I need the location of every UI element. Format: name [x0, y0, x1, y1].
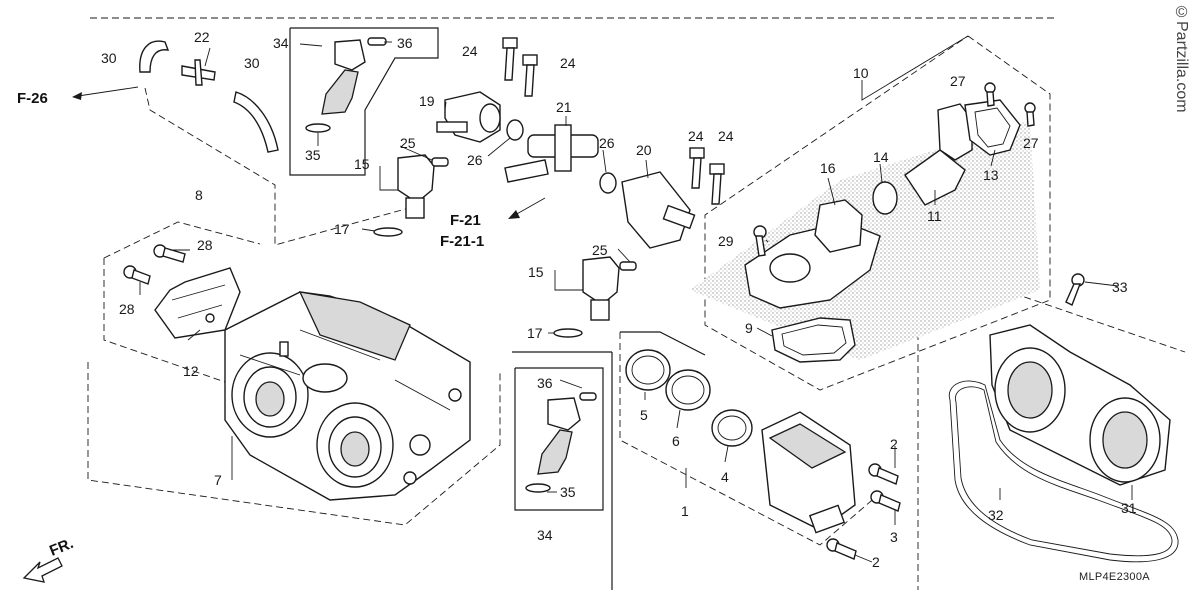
callout-26-left: 26 — [467, 152, 483, 168]
oring-5 — [625, 349, 671, 391]
callout-35-upper: 35 — [305, 147, 321, 163]
hose-30-right — [233, 91, 279, 153]
oring-14 — [872, 181, 898, 215]
screw-27-upper — [984, 82, 996, 107]
sensor-unit-1 — [761, 411, 856, 534]
callout-5: 5 — [640, 407, 648, 423]
injector-15-lower — [553, 256, 637, 338]
bolt-24-b — [522, 54, 538, 97]
callout-26-right: 26 — [599, 135, 615, 151]
callout-25-lower: 25 — [592, 242, 608, 258]
callout-33: 33 — [1112, 279, 1128, 295]
oring-6 — [665, 369, 711, 411]
callout-25-upper: 25 — [400, 135, 416, 151]
callout-15-lower: 15 — [528, 264, 544, 280]
oring-26-right — [599, 172, 617, 194]
callout-16: 16 — [820, 160, 836, 176]
callout-8: 8 — [195, 187, 203, 203]
diagram-code: MLP4E2300A — [1079, 571, 1150, 583]
callout-2-upper: 2 — [890, 436, 898, 452]
callout-24-c: 24 — [688, 128, 704, 144]
callout-3: 3 — [890, 529, 898, 545]
injector-34-upper — [305, 37, 387, 133]
callout-24-a: 24 — [462, 43, 478, 59]
bolt-24-d — [709, 163, 725, 205]
ref-label-f21-1: F-21-1 — [440, 233, 484, 250]
callout-27-upper: 27 — [950, 73, 966, 89]
callout-14: 14 — [873, 149, 889, 165]
iacv-valve-11 — [904, 103, 973, 206]
callout-4: 4 — [721, 469, 729, 485]
iacv-cover-16 — [744, 199, 881, 309]
bolt-28-lower — [123, 265, 151, 285]
oring-4 — [711, 409, 753, 447]
gasket-13 — [964, 99, 1021, 156]
ref-label-f21: F-21 — [450, 212, 481, 229]
watermark: ©Partzilla.com — [1173, 4, 1190, 113]
callout-11: 11 — [927, 208, 942, 224]
callout-21: 21 — [556, 99, 572, 115]
bolt-28-upper — [153, 244, 186, 263]
callout-17-upper: 17 — [334, 221, 350, 237]
callout-27-lower: 27 — [1023, 135, 1039, 151]
callout-34-lower: 34 — [537, 527, 553, 543]
arrow-front — [22, 557, 63, 583]
bolt-2-lower — [826, 538, 857, 560]
callout-29: 29 — [718, 233, 734, 249]
joint-21 — [504, 124, 599, 183]
bracket — [154, 267, 241, 339]
joint-22 — [181, 59, 216, 86]
callout-9: 9 — [745, 320, 753, 336]
bolt-24-a — [502, 37, 518, 81]
callout-30-right: 30 — [244, 55, 260, 71]
airbox-cover-31 — [989, 324, 1171, 486]
screw-29 — [753, 225, 767, 257]
callout-15-upper: 15 — [354, 156, 370, 172]
callout-32: 32 — [988, 507, 1004, 523]
callout-6: 6 — [672, 433, 680, 449]
pipe-20 — [621, 171, 696, 249]
callout-24-d: 24 — [718, 128, 734, 144]
callout-28-upper: 28 — [197, 237, 213, 253]
callout-36-lower: 36 — [537, 375, 553, 391]
callout-24-b: 24 — [560, 55, 576, 71]
callout-2-lower: 2 — [872, 554, 880, 570]
callout-34-upper: 34 — [273, 35, 289, 51]
callout-10: 10 — [853, 65, 869, 81]
gasket-32 — [948, 380, 1179, 563]
arrow-f21 — [508, 197, 546, 219]
callout-30-left: 30 — [101, 50, 117, 66]
callout-35-lower: 35 — [560, 484, 576, 500]
pipe-19 — [436, 91, 501, 143]
callout-20: 20 — [636, 142, 652, 158]
bolt-24-c — [689, 147, 705, 189]
injector-15-upper — [373, 154, 449, 237]
callout-28-lower: 28 — [119, 301, 135, 317]
bolt-33 — [1065, 273, 1085, 306]
oring-26-left — [506, 119, 524, 141]
arrow-f26 — [72, 86, 139, 100]
gasket-9 — [771, 317, 856, 363]
callout-31: 31 — [1121, 500, 1137, 516]
callout-22: 22 — [194, 29, 210, 45]
callout-17-lower: 17 — [527, 325, 543, 341]
front-direction-label: FR. — [47, 535, 76, 560]
throttle-body — [224, 291, 471, 501]
bolt-2-upper — [868, 463, 899, 485]
callout-7: 7 — [214, 472, 222, 488]
callout-12: 12 — [183, 363, 199, 379]
callout-13: 13 — [983, 167, 999, 183]
bolt-3 — [870, 490, 901, 512]
callouts: 1 2 2 3 4 5 6 7 8 9 10 11 12 13 14 15 15… — [101, 29, 1137, 570]
ref-label-f26: F-26 — [17, 90, 48, 107]
screw-27-lower — [1024, 102, 1036, 127]
callout-1: 1 — [681, 503, 689, 519]
callout-36-upper: 36 — [397, 35, 413, 51]
hose-30-left — [139, 40, 170, 73]
group-outlines — [87, 17, 1186, 590]
injector-34-lower — [525, 392, 597, 493]
leader-lines — [139, 35, 1133, 563]
callout-19: 19 — [419, 93, 435, 109]
